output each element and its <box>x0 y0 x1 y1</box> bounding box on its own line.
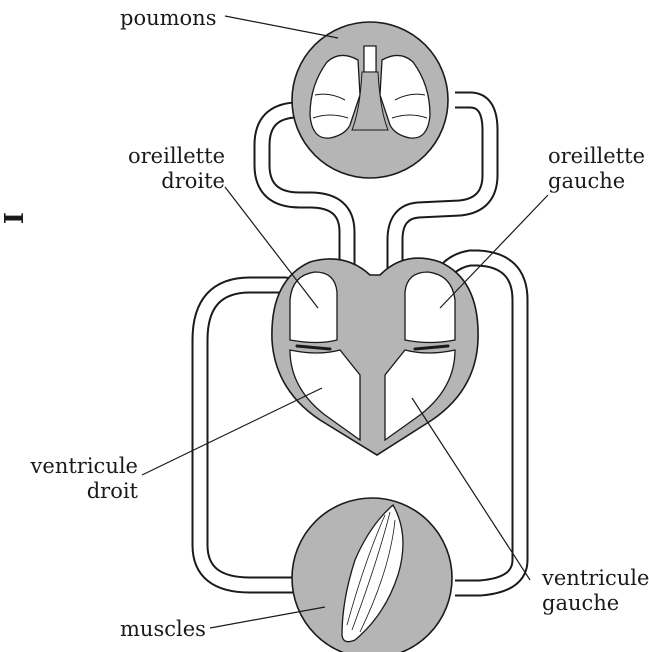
label-oreillette-droite-line2: droite <box>161 169 225 193</box>
label-ventricule-droit-line1: ventricule <box>30 454 138 478</box>
muscles <box>292 498 452 652</box>
label-oreillette-gauche-line1: oreillette <box>548 144 645 168</box>
label-poumons: poumons <box>120 6 216 30</box>
label-ventricule-droit-line2: droit <box>87 479 139 503</box>
label-ventricule-gauche-line1: ventricule <box>541 566 649 590</box>
label-ventricule-gauche-line2: gauche <box>542 591 619 615</box>
label-oreillette-droite-line1: oreillette <box>128 144 225 168</box>
right-atrium-chamber <box>290 272 337 343</box>
label-oreillette-gauche-line2: gauche <box>548 169 625 193</box>
margin-mark: I <box>0 212 27 224</box>
label-muscles: muscles <box>120 617 206 641</box>
left-atrium-chamber <box>405 272 455 343</box>
lungs <box>292 22 448 178</box>
